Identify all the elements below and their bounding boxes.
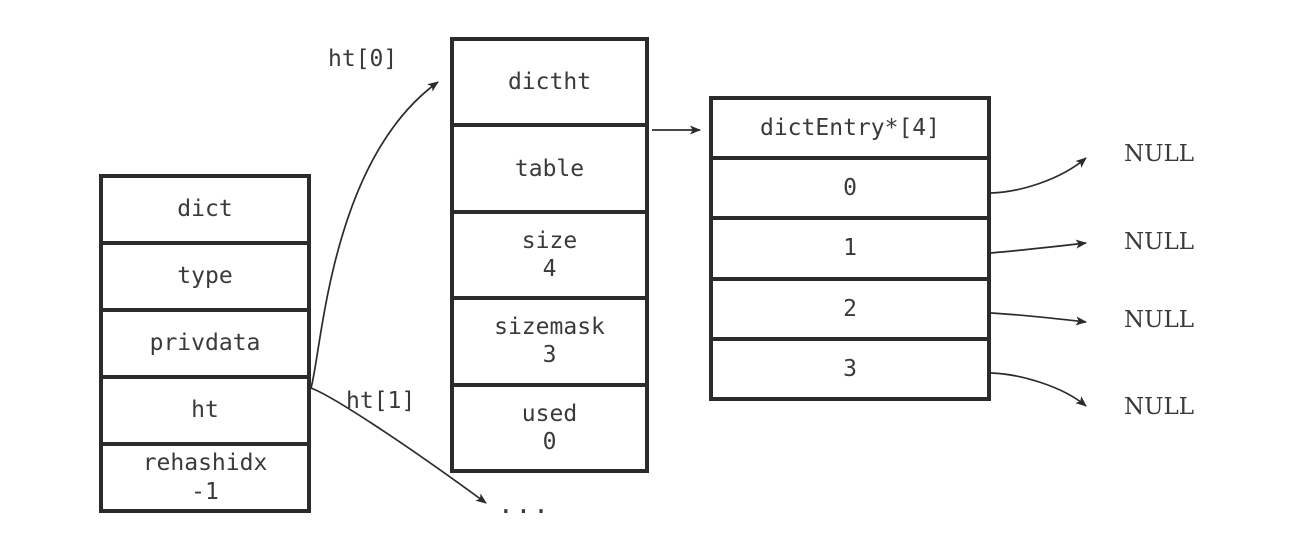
dictht-row-dictht: dictht xyxy=(454,41,645,128)
arrow-bucket-3-null xyxy=(990,372,1087,407)
dict-struct-box: dict type privdata ht rehashidx -1 xyxy=(99,174,311,513)
dictht-row-size-value: 4 xyxy=(542,256,557,283)
dictht-struct-box: dictht table size 4 sizemask 3 used 0 xyxy=(450,37,649,473)
arrow-ht0 xyxy=(310,81,439,389)
dict-row-ht: ht xyxy=(103,379,307,446)
ht0-pointer-label: ht[0] xyxy=(328,46,398,72)
dictht-row-table-name: table xyxy=(514,155,585,182)
dictht-row-sizemask: sizemask 3 xyxy=(454,300,645,387)
dictentry-row-header: dictEntry*[4] xyxy=(713,100,987,161)
dict-row-type: type xyxy=(103,245,307,312)
null-label-bucket-1: NULL xyxy=(1124,229,1195,255)
dict-row-ht-name: ht xyxy=(191,397,219,424)
dictht-row-size: size 4 xyxy=(454,213,645,301)
dictentry-row-2-index: 2 xyxy=(843,295,857,322)
dictentry-row-2: 2 xyxy=(713,280,987,341)
dict-row-privdata: privdata xyxy=(103,312,307,379)
ht1-pointer-label: ht[1] xyxy=(346,388,416,414)
dictentry-row-3: 3 xyxy=(713,340,987,398)
dict-row-dict: dict xyxy=(103,178,307,245)
null-label-bucket-0: NULL xyxy=(1124,141,1195,167)
dictentry-row-1-index: 1 xyxy=(843,235,857,262)
dictentry-row-3-index: 3 xyxy=(843,355,857,382)
ellipsis-label: ... xyxy=(498,490,551,520)
arrow-bucket-0-null xyxy=(990,157,1087,194)
dict-row-rehashidx-value: -1 xyxy=(191,478,219,505)
arrow-bucket-2-null xyxy=(990,312,1087,326)
dictentry-row-0: 0 xyxy=(713,160,987,221)
dictentry-array-box: dictEntry*[4] 0 1 2 3 xyxy=(709,96,991,401)
arrow-bucket-1-null xyxy=(990,239,1087,254)
dictentry-row-header-name: dictEntry*[4] xyxy=(759,115,940,142)
dict-row-rehashidx: rehashidx -1 xyxy=(103,446,307,509)
null-label-bucket-2: NULL xyxy=(1124,307,1195,333)
dictht-row-sizemask-name: sizemask xyxy=(494,314,605,341)
null-label-bucket-3: NULL xyxy=(1124,394,1195,420)
dictentry-row-1: 1 xyxy=(713,220,987,281)
dictht-row-sizemask-value: 3 xyxy=(542,342,557,369)
dict-row-dict-name: dict xyxy=(177,196,233,223)
dictht-row-used: used 0 xyxy=(454,386,645,470)
dict-row-privdata-name: privdata xyxy=(149,330,261,357)
dict-row-type-name: type xyxy=(177,263,233,290)
dict-row-rehashidx-name: rehashidx xyxy=(142,450,268,477)
dictentry-row-0-index: 0 xyxy=(843,175,857,202)
dictht-row-used-name: used xyxy=(521,400,578,427)
dictht-row-dictht-name: dictht xyxy=(507,69,592,96)
dictht-row-size-name: size xyxy=(521,227,578,254)
dictht-row-used-value: 0 xyxy=(542,428,557,455)
dictht-row-table: table xyxy=(454,127,645,214)
